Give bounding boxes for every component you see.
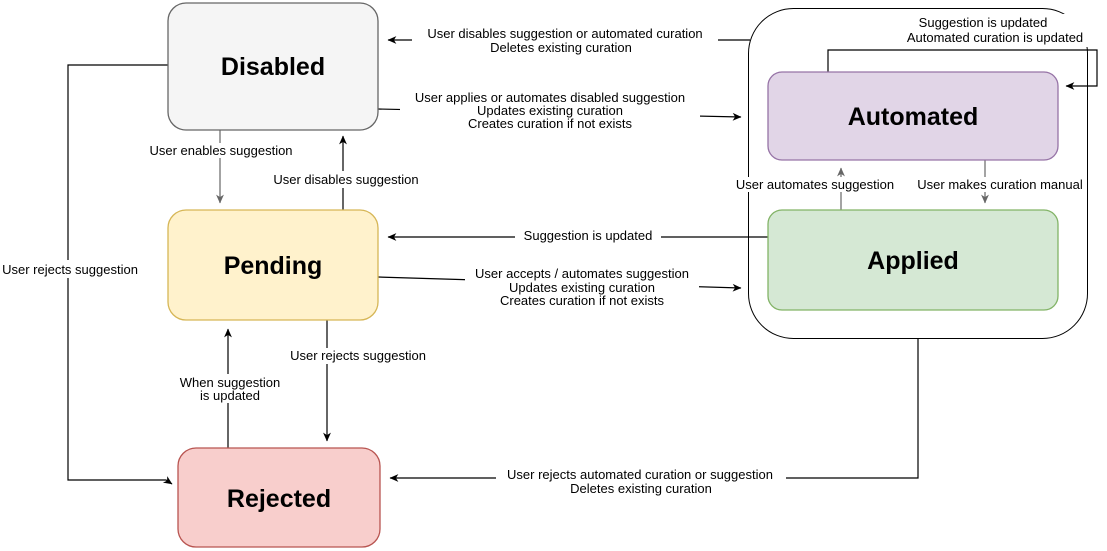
label-bg <box>177 374 283 403</box>
edge-disabled-to-rejected <box>67 64 173 485</box>
label-bg <box>287 348 429 364</box>
edge-applied-to-pending-label: Suggestion is updated <box>524 228 653 243</box>
edge-pending-to-rejected-label: User rejects suggestion <box>290 348 426 363</box>
edge-disabled-to-group-label-line2: Updates existing curation <box>477 103 623 118</box>
state-automated-box <box>767 71 1059 161</box>
state-rejected-box <box>177 447 381 548</box>
edge-group-to-rejected <box>389 339 919 482</box>
label-bg <box>913 177 1085 192</box>
edge-group-to-rejected-label-line1: User rejects automated curation or sugge… <box>507 467 773 482</box>
edge-disabled-to-rejected-label: User rejects suggestion <box>2 262 138 277</box>
label-bg <box>146 143 296 158</box>
state-pending-box <box>167 209 379 321</box>
label-bg <box>888 14 1102 47</box>
edge-rejected-to-pending-label-line2: is updated <box>200 388 260 403</box>
state-applied-label: Applied <box>867 247 959 275</box>
label-bg <box>400 89 700 133</box>
state-disabled-label: Disabled <box>221 53 325 81</box>
edge-automated-self-loop-label-line2: Automated curation is updated <box>907 30 1083 45</box>
edge-group-to-disabled-label-line2: Deletes existing curation <box>490 40 632 55</box>
edge-applied-to-automated-label: User automates suggestion <box>736 177 894 192</box>
label-bg <box>465 266 699 311</box>
label-bg <box>272 171 420 188</box>
edge-pending-to-group-label-line1: User accepts / automates suggestion <box>475 266 689 281</box>
edge-pending-to-group-label-line2: Updates existing curation <box>509 280 655 295</box>
edge-automated-self-loop-label-line1: Suggestion is updated <box>919 15 1048 30</box>
edge-rejected-to-pending-label-line1: When suggestion <box>180 375 280 390</box>
state-automated-label: Automated <box>848 103 979 131</box>
state-rejected-label: Rejected <box>227 485 331 513</box>
edge-pending-to-group-label-line3: Creates curation if not exists <box>500 293 665 308</box>
edge-pending-to-disabled-label: User disables suggestion <box>273 172 418 187</box>
label-bg <box>737 177 893 192</box>
label-bg <box>0 260 140 278</box>
state-applied-box <box>767 209 1059 311</box>
state-pending-label: Pending <box>224 252 323 280</box>
state-disabled-box <box>167 2 379 131</box>
edge-automated-to-applied-label: User makes curation manual <box>917 177 1083 192</box>
edge-disabled-to-group-label-line3: Creates curation if not exists <box>468 116 633 131</box>
edge-group-to-rejected-label-line2: Deletes existing curation <box>570 481 712 496</box>
label-bg <box>412 26 718 57</box>
edge-automated-self-loop <box>827 49 1098 90</box>
edge-disabled-to-pending-label: User enables suggestion <box>149 143 292 158</box>
edge-group-to-disabled-label-line1: User disables suggestion or automated cu… <box>427 26 702 41</box>
label-bg <box>496 466 786 497</box>
label-bg <box>515 228 661 245</box>
edge-disabled-to-group-label-line1: User applies or automates disabled sugge… <box>415 90 685 105</box>
